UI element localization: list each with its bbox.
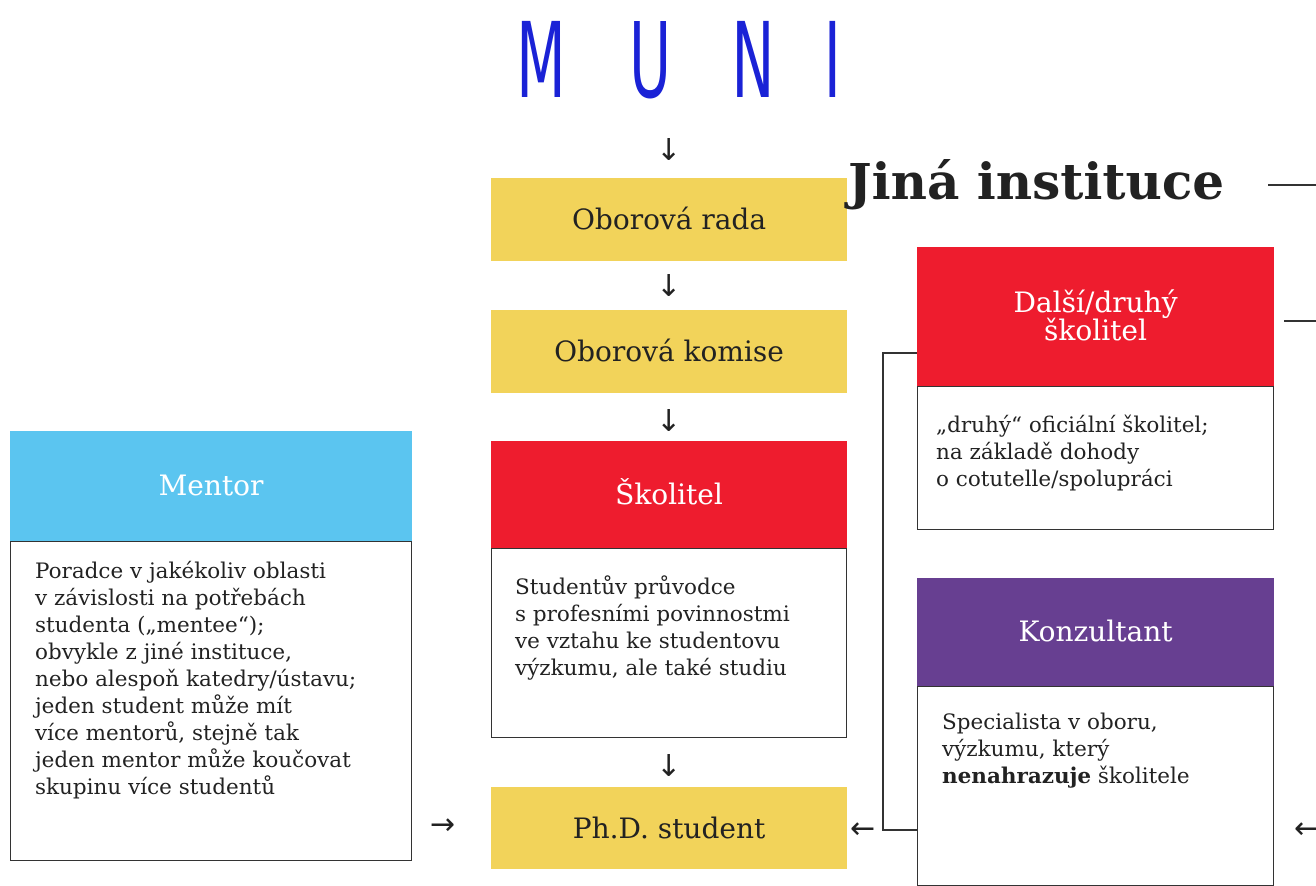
skolitel-line-2: s profesními povinnostmi bbox=[515, 602, 790, 627]
phd-student-label: Ph.D. student bbox=[572, 811, 766, 845]
mentor-line-8: jeden mentor může koučovat bbox=[35, 748, 351, 773]
konzultant-line-1: Specialista v oboru, bbox=[942, 710, 1158, 735]
mentor-line-5: nebo alespoň katedry/ústavu; bbox=[35, 667, 357, 692]
skolitel-line-1: Studentův průvodce bbox=[515, 575, 736, 600]
dalsi-skolitel-side-line bbox=[1284, 320, 1316, 322]
konzultant-title: Konzultant bbox=[1018, 615, 1173, 648]
logo-letter-u: U bbox=[628, 0, 671, 122]
dalsi-skolitel-description: „druhý“ oficiální školitel; na základě d… bbox=[936, 412, 1209, 493]
konzultant-description: Specialista v oboru, výzkumu, který nena… bbox=[942, 709, 1190, 790]
dalsi-skolitel-title-line-2: školitel bbox=[1044, 313, 1147, 347]
oborova-rada-box: Oborová rada bbox=[491, 178, 847, 261]
oborova-komise-box: Oborová komise bbox=[491, 310, 847, 393]
konzultant-line-2: výzkumu, který bbox=[942, 737, 1110, 762]
oborova-rada-label: Oborová rada bbox=[571, 203, 767, 236]
logo-letter-n: N bbox=[731, 0, 774, 122]
mentor-line-6: jeden student může mít bbox=[35, 694, 292, 719]
dalsi-skolitel-line-2: na základě dohody bbox=[936, 440, 1140, 465]
mentor-line-2: v závislosti na potřebách bbox=[35, 586, 306, 611]
connector-vertical bbox=[882, 352, 884, 830]
mentor-description: Poradce v jakékoliv oblasti v závislosti… bbox=[35, 558, 356, 801]
skolitel-title: Školitel bbox=[615, 477, 723, 511]
arrow-right-mentor-to-student: → bbox=[430, 807, 456, 842]
mentor-line-4: obvykle z jiné instituce, bbox=[35, 640, 292, 665]
mentor-title: Mentor bbox=[158, 469, 264, 502]
mentor-line-7: více mentorů, stejně tak bbox=[35, 721, 299, 746]
dalsi-skolitel-header: Další/druhý školitel bbox=[917, 247, 1274, 386]
konzultant-line-3-rest: školitele bbox=[1091, 764, 1190, 789]
mentor-line-1: Poradce v jakékoliv oblasti bbox=[35, 559, 326, 584]
mentor-line-3: studenta („mentee“); bbox=[35, 613, 265, 638]
jina-instituce-connector-line bbox=[1268, 184, 1316, 186]
muni-logo: M U N I bbox=[496, 2, 848, 120]
phd-student-box: Ph.D. student bbox=[491, 787, 847, 869]
oborova-komise-label: Oborová komise bbox=[554, 335, 784, 368]
jina-instituce-title: Jiná instituce bbox=[848, 152, 1225, 211]
mentor-description-box: Poradce v jakékoliv oblasti v závislosti… bbox=[10, 541, 412, 861]
skolitel-line-4: výzkumu, ale také studiu bbox=[515, 656, 787, 681]
dalsi-skolitel-line-1: „druhý“ oficiální školitel; bbox=[936, 413, 1209, 438]
skolitel-header: Školitel bbox=[491, 441, 847, 548]
arrow-down-logo-to-rada: ↓ bbox=[656, 133, 682, 168]
skolitel-line-3: ve vztahu ke studentovu bbox=[515, 629, 781, 654]
skolitel-description-box: Studentův průvodce s profesními povinnos… bbox=[491, 548, 847, 738]
logo-letter-m: M bbox=[516, 0, 566, 122]
mentor-line-9: skupinu více studentů bbox=[35, 775, 276, 800]
konzultant-header: Konzultant bbox=[917, 578, 1274, 686]
connector-bottom-horizontal bbox=[882, 829, 917, 831]
skolitel-description: Studentův průvodce s profesními povinnos… bbox=[515, 574, 790, 682]
konzultant-bold-word: nenahrazuje bbox=[942, 764, 1092, 789]
arrow-left-from-right-edge: ← bbox=[1294, 811, 1316, 846]
arrow-down-rada-to-komise: ↓ bbox=[656, 269, 682, 304]
mentor-header: Mentor bbox=[10, 431, 412, 541]
dalsi-skolitel-description-box: „druhý“ oficiální školitel; na základě d… bbox=[917, 386, 1274, 530]
dalsi-skolitel-title-line-1: Další/druhý bbox=[1013, 285, 1178, 319]
dalsi-skolitel-line-3: o cotutelle/spolupráci bbox=[936, 467, 1173, 492]
connector-top-horizontal bbox=[882, 352, 917, 354]
konzultant-line-3: nenahrazuje školitele bbox=[942, 763, 1190, 790]
arrow-left-to-student: ← bbox=[850, 811, 876, 846]
arrow-down-komise-to-skolitel: ↓ bbox=[656, 404, 682, 439]
logo-letter-i: I bbox=[824, 0, 842, 122]
arrow-down-skolitel-to-student: ↓ bbox=[656, 749, 682, 784]
konzultant-description-box: Specialista v oboru, výzkumu, který nena… bbox=[917, 686, 1274, 886]
